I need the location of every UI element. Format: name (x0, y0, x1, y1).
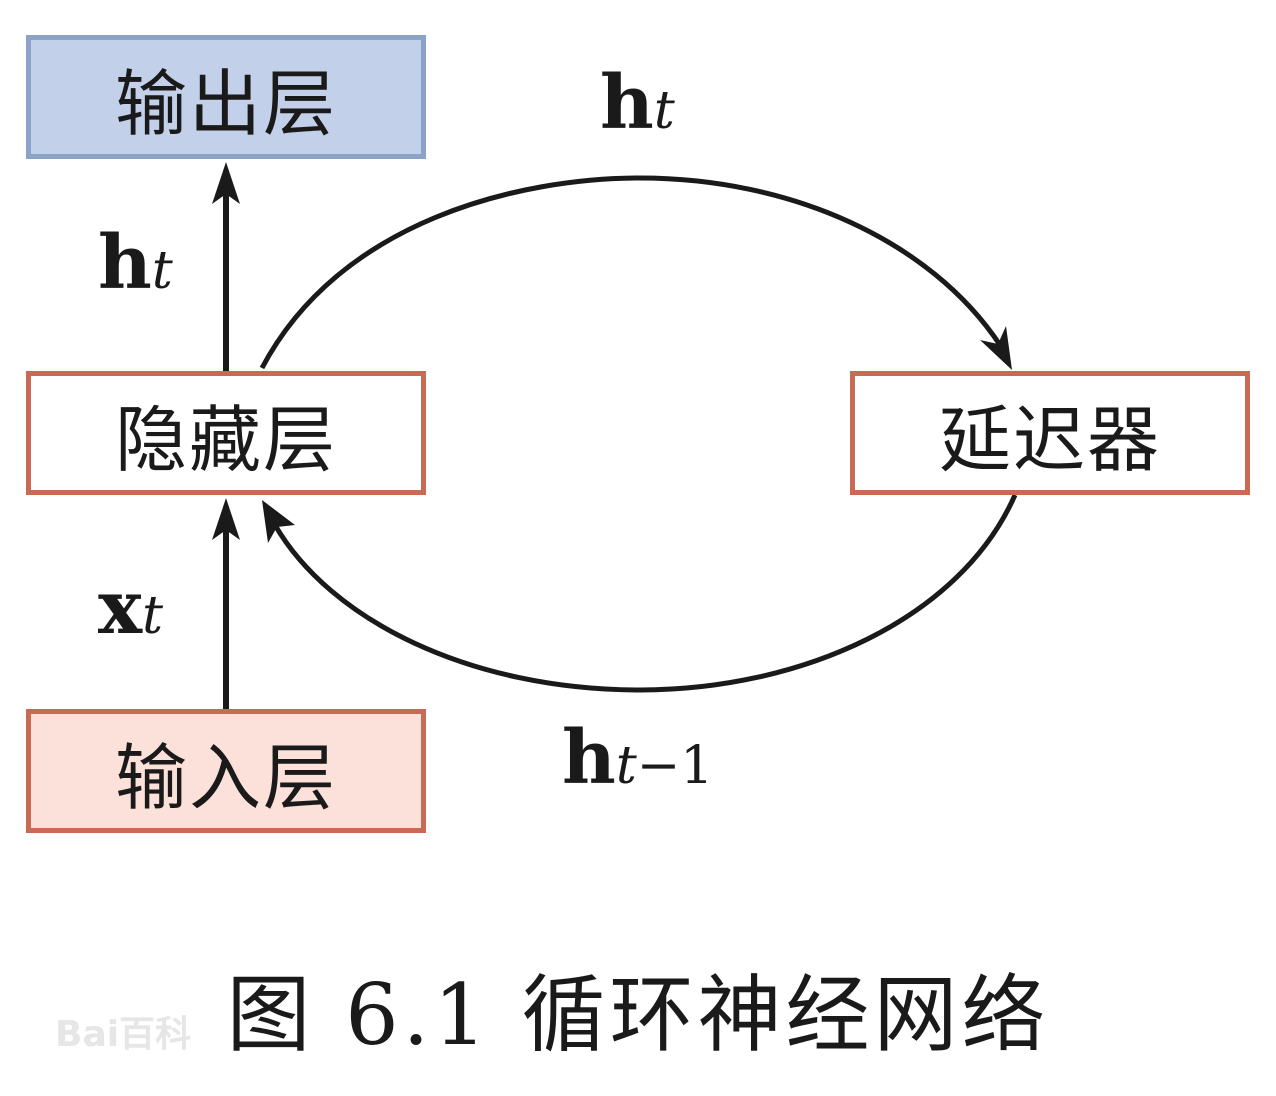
edge-label-ht-left-sub: t (151, 241, 173, 301)
arc-hidden-to-delay (259, 175, 1003, 370)
delay-box: 延迟器 (850, 371, 1250, 495)
arrowhead-delay-to-hidden (262, 500, 295, 543)
hidden-layer-label: 隐藏层 (114, 397, 337, 482)
arc-delay-to-hidden (272, 493, 1018, 693)
edge-label-htm1-main: h (562, 715, 616, 801)
edge-label-xt-main: x (98, 565, 143, 651)
edge-label-ht-left: ht (98, 220, 173, 306)
arrowhead-hidden-to-delay (980, 326, 1012, 370)
edge-label-ht-minus-1: ht−1 (562, 715, 713, 801)
edge-label-ht-top-main: h (600, 60, 654, 146)
input-layer-box: 输入层 (26, 709, 426, 833)
figure-caption: 图 6.1 循环神经网络 (226, 966, 1050, 1064)
baidu-watermark: Bai百科 (55, 1014, 192, 1055)
input-layer-label: 输入层 (114, 735, 337, 820)
delay-label: 延迟器 (938, 397, 1161, 482)
edge-label-ht-left-main: h (98, 220, 152, 306)
arrowhead-hidden-to-output (212, 162, 240, 204)
output-layer-label: 输出层 (114, 61, 337, 146)
edge-label-xt: xt (98, 565, 163, 651)
edge-label-htm1-sub-var: t (615, 736, 637, 796)
edge-label-xt-sub: t (142, 586, 164, 646)
hidden-layer-box: 隐藏层 (26, 371, 426, 495)
edge-label-ht-top-sub: t (653, 81, 675, 141)
edge-label-ht-top: ht (600, 60, 675, 146)
edge-label-htm1-sub-rest: −1 (636, 736, 714, 796)
output-layer-box: 输出层 (26, 35, 426, 159)
arrowhead-input-to-hidden (212, 498, 240, 540)
